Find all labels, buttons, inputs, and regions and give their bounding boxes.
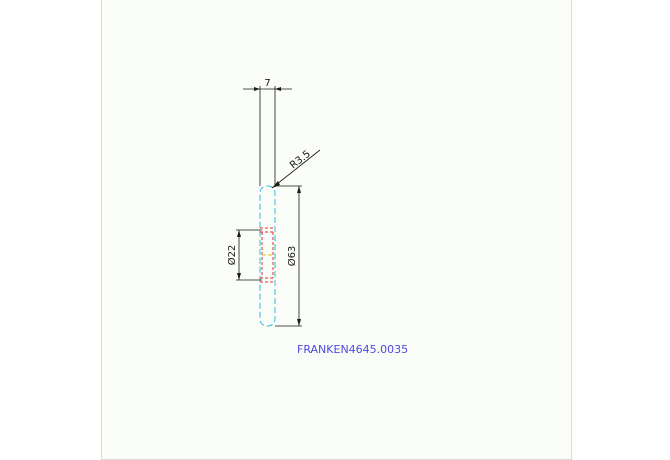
width-dimension — [243, 86, 292, 186]
outer-diameter-dimension — [275, 185, 302, 327]
part-outline — [259, 185, 276, 327]
drawing-sheet — [101, 0, 572, 460]
radius-leader — [271, 149, 321, 189]
inner-diameter-label: Ø22 — [226, 245, 238, 266]
radius-dimension-label: R3.5 — [288, 149, 313, 172]
outer-diameter-label: Ø63 — [286, 246, 298, 267]
part-number-label: FRANKEN4645.0035 — [297, 343, 408, 356]
width-dimension-label: 7 — [264, 78, 270, 89]
inner-diameter-dimension — [236, 229, 262, 281]
